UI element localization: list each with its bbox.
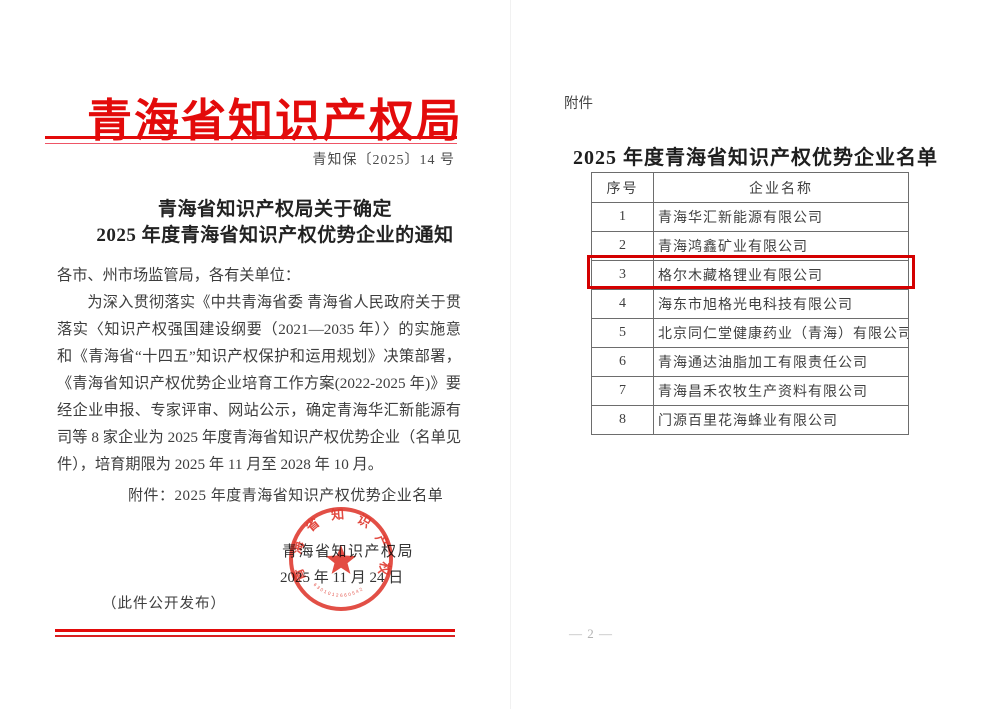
table-header-row: 序号 企业名称 bbox=[591, 172, 909, 203]
company-name: 青海昌禾农牧生产资料有限公司 bbox=[653, 376, 909, 406]
footer-divider-rule bbox=[55, 629, 455, 637]
table-row: 6 青海通达油脂加工有限责任公司 bbox=[591, 347, 909, 377]
body-line: 司等 8 家企业为 2025 年度青海省知识产权优势企业（名单见附 bbox=[57, 429, 461, 446]
body-line: 和《青海省“十四五”知识产权保护和运用规划》决策部署，根据 bbox=[57, 348, 461, 365]
table-row-highlighted: 3 格尔木藏格锂业有限公司 bbox=[591, 260, 909, 290]
seal-star-icon bbox=[325, 545, 357, 574]
company-list-table: 序号 企业名称 1 青海华汇新能源有限公司 2 青海鸿鑫矿业有限公司 3 格尔木… bbox=[591, 172, 909, 435]
official-seal-stamp: 青海省知识产权局 6301012660542 bbox=[286, 503, 393, 611]
row-number: 8 bbox=[591, 405, 654, 435]
seal-ring-text: 青海省知识产权局 bbox=[286, 503, 393, 584]
notice-title-line2: 2025 年度青海省知识产权优势企业的通知 bbox=[96, 225, 454, 246]
signature-agency-name: 青海省知识产权局 bbox=[282, 544, 415, 560]
seal-ring bbox=[289, 507, 393, 611]
company-name: 格尔木藏格锂业有限公司 bbox=[653, 260, 909, 290]
company-name: 北京同仁堂健康药业（青海）有限公司 bbox=[653, 318, 909, 348]
notice-body: 各市、州市场监管局，各有关单位： 为深入贯彻落实《中共青海省委 青海省人民政府关… bbox=[57, 262, 461, 478]
signature-date: 2025 年 11 月 24 日 bbox=[280, 570, 404, 586]
body-line: 《青海省知识产权优势企业培育工作方案(2022-2025 年)》要求， bbox=[57, 375, 461, 392]
company-name: 青海通达油脂加工有限责任公司 bbox=[653, 347, 909, 377]
row-number: 6 bbox=[591, 347, 654, 377]
row-number: 3 bbox=[591, 260, 654, 290]
column-header-company: 企业名称 bbox=[653, 172, 909, 203]
table-row: 1 青海华汇新能源有限公司 bbox=[591, 202, 909, 232]
notice-title-line1: 青海省知识产权局关于确定 bbox=[157, 199, 392, 220]
table-row: 2 青海鸿鑫矿业有限公司 bbox=[591, 231, 909, 261]
row-number: 7 bbox=[591, 376, 654, 406]
notice-page: 青海省知识产权局 青知保〔2025〕14 号 青海省知识产权局关于确定 2025… bbox=[40, 0, 510, 709]
body-line: 为深入贯彻落实《中共青海省委 青海省人民政府关于贯彻 bbox=[87, 294, 461, 311]
letterhead-divider-rule bbox=[45, 136, 457, 144]
attachment-reference: 附件：2025 年度青海省知识产权优势企业名单 bbox=[128, 488, 444, 504]
body-line: 经企业申报、专家评审、网站公示，确定青海华汇新能源有限公 bbox=[57, 402, 461, 419]
company-name: 青海鸿鑫矿业有限公司 bbox=[653, 231, 909, 261]
seal-code-text: 6301012660542 bbox=[313, 582, 364, 598]
public-release-note: （此件公开发布） bbox=[102, 596, 226, 612]
page-number: — 2 — bbox=[569, 626, 613, 641]
attachment-page: 附件 2025 年度青海省知识产权优势企业名单 序号 企业名称 1 青海华汇新能… bbox=[510, 0, 1000, 709]
svg-text:青海省知识产权局: 青海省知识产权局 bbox=[286, 503, 393, 584]
company-name: 海东市旭格光电科技有限公司 bbox=[653, 289, 909, 319]
table-row: 4 海东市旭格光电科技有限公司 bbox=[591, 289, 909, 319]
table-row: 5 北京同仁堂健康药业（青海）有限公司 bbox=[591, 318, 909, 348]
body-line: 落实〈知识产权强国建设纲要（2021—2035 年）〉的实施意见》 bbox=[57, 321, 461, 338]
attachment-table-title: 2025 年度青海省知识产权优势企业名单 bbox=[573, 147, 938, 169]
table-row: 8 门源百里花海蜂业有限公司 bbox=[591, 405, 909, 435]
row-number: 2 bbox=[591, 231, 654, 261]
notice-title: 青海省知识产权局关于确定 2025 年度青海省知识产权优势企业的通知 bbox=[40, 197, 510, 249]
row-number: 4 bbox=[591, 289, 654, 319]
row-number: 5 bbox=[591, 318, 654, 348]
attachment-label: 附件 bbox=[564, 96, 593, 112]
document-number: 青知保〔2025〕14 号 bbox=[312, 153, 455, 168]
column-header-number: 序号 bbox=[591, 172, 654, 203]
company-name: 门源百里花海蜂业有限公司 bbox=[653, 405, 909, 435]
table-row: 7 青海昌禾农牧生产资料有限公司 bbox=[591, 376, 909, 406]
row-number: 1 bbox=[591, 202, 654, 232]
body-salutation: 各市、州市场监管局，各有关单位： bbox=[57, 267, 300, 284]
svg-text:6301012660542: 6301012660542 bbox=[313, 582, 364, 598]
company-name: 青海华汇新能源有限公司 bbox=[653, 202, 909, 232]
body-line: 件），培育期限为 2025 年 11 月至 2028 年 10 月。 bbox=[57, 456, 383, 473]
